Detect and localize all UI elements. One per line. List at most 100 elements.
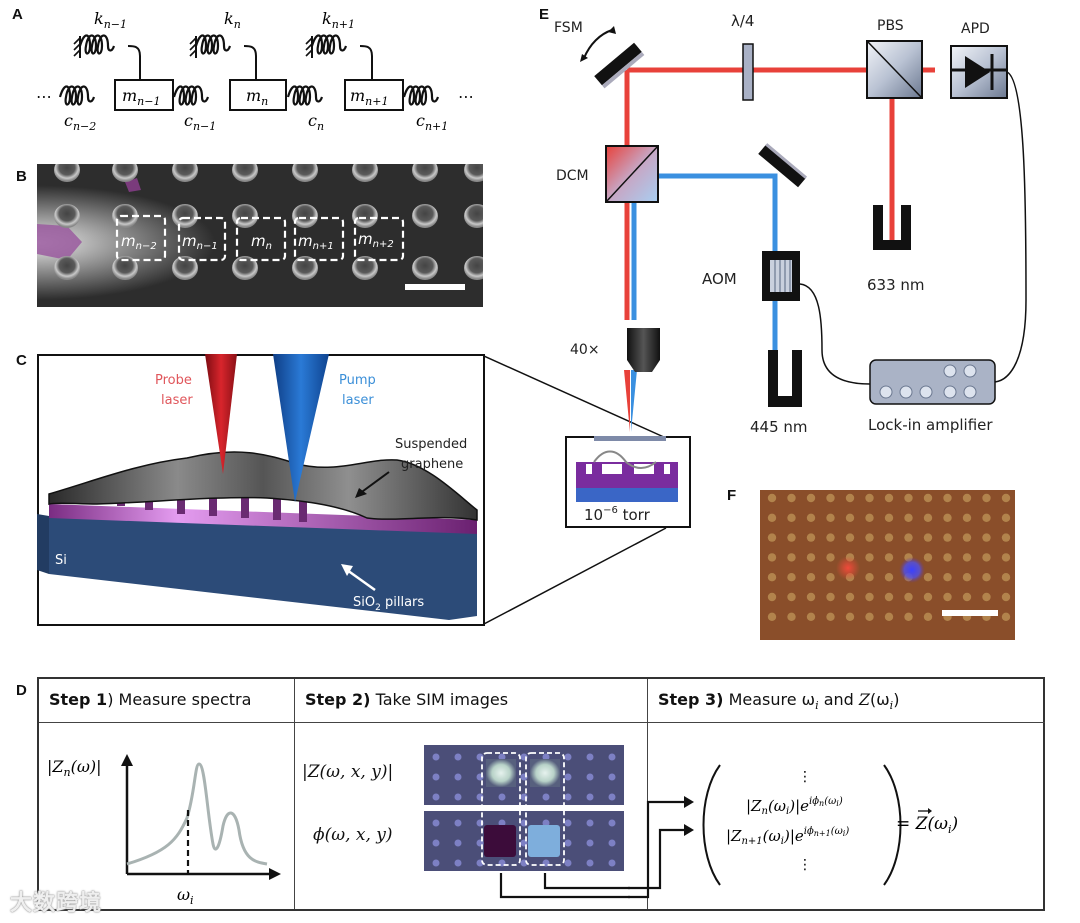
- panel-label-b: B: [16, 168, 27, 185]
- optical-pillar: [943, 493, 952, 503]
- sim-pillar-dot: [432, 753, 440, 761]
- coupling-spring: [172, 85, 210, 106]
- zoom-connector-lines: [484, 355, 667, 625]
- optical-pillar: [962, 513, 972, 522]
- sim-pillar-dot: [608, 793, 616, 801]
- coupling-spring-label: cn+1: [416, 111, 448, 133]
- optical-pillar: [806, 573, 816, 582]
- optical-pillar: [904, 493, 913, 503]
- optical-pillar: [826, 612, 835, 621]
- sem-pillar: [464, 204, 483, 228]
- graphene-pointer-arrow: [358, 471, 390, 495]
- optical-pillar: [884, 553, 894, 562]
- sim-pillar-dot: [586, 773, 594, 781]
- objective-lens: [627, 328, 660, 372]
- optical-pillar: [865, 513, 874, 522]
- sim-pillar-dot: [432, 819, 440, 827]
- sem-pillar: [292, 256, 318, 280]
- sem-pillar: [112, 164, 138, 182]
- resonator-box: [353, 216, 405, 262]
- sem-pillar: [232, 204, 258, 228]
- resonator-label: mn: [251, 232, 272, 252]
- sem-pillar: [232, 256, 258, 280]
- optical-pillar: [865, 493, 874, 503]
- apd-to-lockin-cable: [994, 71, 1027, 383]
- sim-pillar-dot: [454, 793, 462, 801]
- pbs-label: PBS: [877, 18, 904, 34]
- optical-pillar: [826, 553, 835, 562]
- probe-laser-beam: [205, 354, 237, 474]
- optical-pillar: [923, 592, 933, 602]
- sim-pillar-dot: [564, 773, 572, 781]
- sem-pillar: [352, 204, 378, 228]
- phase-image-label: ϕ(ω, x, y): [313, 825, 393, 845]
- optical-pillar: [826, 533, 835, 542]
- resonator-label: mn−2: [121, 232, 157, 252]
- spectrum-y-label: |Zn(ω)|: [47, 757, 102, 779]
- sem-pillar: [54, 164, 80, 182]
- pump-laser-beam: [273, 354, 329, 502]
- optical-pillar: [923, 533, 933, 542]
- optical-pillar: [1001, 573, 1011, 582]
- optical-setup-schematic: FSM λ/4 PBS APD DCM 633 nm AOM 445 nm 40…: [554, 12, 1027, 528]
- optical-pillar: [923, 513, 933, 522]
- pillar-pointer-arrow: [346, 568, 376, 592]
- optical-pillar: [845, 513, 855, 522]
- optical-pillar: [1001, 612, 1011, 621]
- sim-pillar-dot: [498, 753, 506, 761]
- sim-pillar-dot: [564, 793, 572, 801]
- sem-pillar: [412, 256, 438, 280]
- spectrum-curve: [126, 762, 268, 866]
- optical-pillar: [982, 592, 991, 602]
- optical-pillar: [865, 533, 874, 542]
- arrow-to-row-n-plus-1: [684, 824, 694, 836]
- omega-i-label: ωi: [177, 885, 194, 907]
- sem-image: mn−2 mn−1 mn mn+1 mn+2: [37, 164, 483, 307]
- pump-spot: [899, 557, 925, 583]
- probe-spot: [836, 556, 860, 580]
- mass-spring-chain-diagram: ⋯ ⋯ mn−1 mn mn+1 kn−1 kn kn+1 cn−2 cn−1 …: [36, 9, 474, 133]
- mass-box: [114, 79, 174, 111]
- coupling-spring: [286, 85, 324, 106]
- amplitude-image-label: |Z(ω, x, y)|: [302, 762, 394, 782]
- sem-pillar: [464, 256, 483, 280]
- optical-pillar: [982, 533, 991, 542]
- optical-pillar: [787, 553, 796, 562]
- sim-pillar-dot: [564, 753, 572, 761]
- mass-box: [344, 79, 404, 111]
- optical-pillar: [1001, 513, 1011, 522]
- sem-pillar: [464, 164, 483, 182]
- sem-pillar: [172, 164, 198, 182]
- sim-pillar-dot: [586, 793, 594, 801]
- optical-pillar: [884, 592, 894, 602]
- optical-pillar: [767, 553, 777, 562]
- optical-pillar: [982, 513, 991, 522]
- pillar-grid: [767, 493, 1011, 621]
- optical-pillar: [943, 553, 952, 562]
- beam-dump-445: [768, 350, 802, 407]
- resonator-box: [293, 216, 345, 262]
- sim-pillar-dot: [608, 819, 616, 827]
- sim-images: [424, 745, 630, 899]
- sem-pillar: [172, 204, 198, 228]
- coupling-spring: [402, 85, 440, 106]
- optical-pillar: [884, 533, 894, 542]
- sim-pillar-dot: [608, 753, 616, 761]
- measurement-steps-table: Step 1) Measure spectra Step 2) Take SIM…: [37, 677, 1045, 911]
- ground-spring: [189, 34, 257, 80]
- sim-pillar-dot: [564, 819, 572, 827]
- optical-pillar: [865, 573, 874, 582]
- step-1-header: Step 1) Measure spectra: [39, 679, 294, 723]
- coupling-spring-label: cn: [308, 111, 324, 133]
- vector-row-n-plus-1: |Zn+1(ωi)|eiϕn+1(ωi): [726, 826, 849, 847]
- sim-pillar-dot: [454, 819, 462, 827]
- optical-pillar: [982, 553, 991, 562]
- optical-pillar: [904, 533, 913, 542]
- fsm-label: FSM: [554, 20, 583, 36]
- sem-pillar: [292, 164, 318, 182]
- optical-pillar: [904, 592, 913, 602]
- beam-dump-633: [873, 205, 911, 250]
- optical-pillar: [767, 592, 777, 602]
- probe-wavelength-label: 633 nm: [867, 276, 925, 294]
